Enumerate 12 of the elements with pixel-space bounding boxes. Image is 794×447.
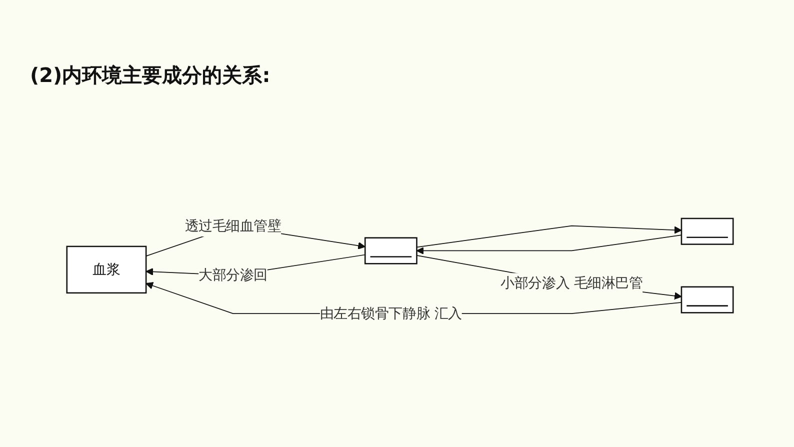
edge-label: 透过毛细血管壁 <box>184 218 282 234</box>
edge-label: 大部分渗回 <box>198 266 268 284</box>
answer-box <box>364 237 418 264</box>
process-box: 血浆 <box>66 246 147 294</box>
edge-label: 小部分渗入 毛细淋巴管 <box>500 274 643 292</box>
arrow <box>416 234 682 255</box>
edge-label: 由左右锁骨下静脉 汇入 <box>320 305 462 322</box>
arrow <box>416 255 682 300</box>
answer-box <box>680 218 734 246</box>
diagram-title: (2)内环境主要成分的关系: <box>30 62 270 89</box>
arrow <box>416 225 682 248</box>
answer-box <box>680 286 734 314</box>
